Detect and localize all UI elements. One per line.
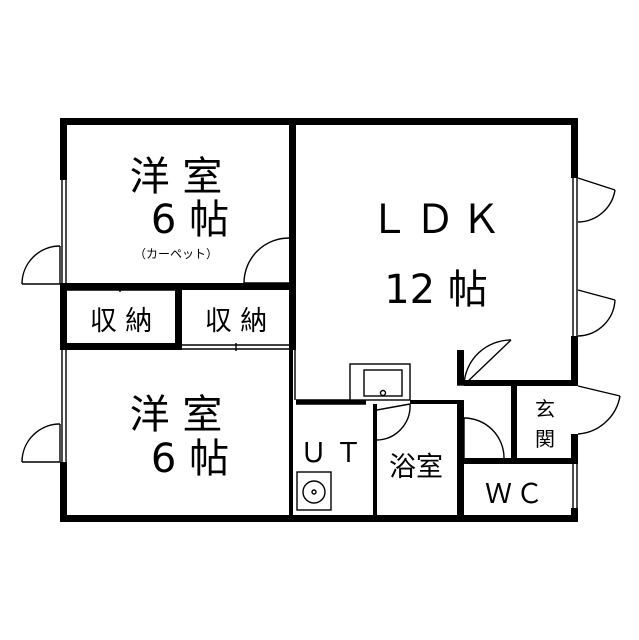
fixtures bbox=[296, 363, 411, 511]
storage1-label: 収 納 bbox=[90, 306, 153, 337]
room-labels: 洋 室 6 帖 （カーペット） 洋 室 6 帖 ＬＤＫ 12 帖 収 納 収 納… bbox=[90, 154, 555, 510]
utility-label: ＵＴ bbox=[300, 438, 370, 469]
room1-size: 6 帖 bbox=[151, 197, 229, 243]
bath-label: 浴室 bbox=[389, 452, 443, 483]
door-room2-exterior[interactable] bbox=[21, 423, 61, 463]
storage2-label: 収 納 bbox=[205, 306, 268, 337]
door-hall-ldk[interactable] bbox=[457, 339, 512, 386]
door-room1-exterior[interactable] bbox=[21, 245, 61, 285]
room1-note: （カーペット） bbox=[134, 247, 218, 261]
door-ldk-exterior-2[interactable] bbox=[577, 289, 616, 337]
door-ldk-exterior-1[interactable] bbox=[577, 177, 616, 223]
ldk-size: 12 帖 bbox=[384, 267, 488, 313]
windows bbox=[61, 178, 578, 508]
entrance-label-1: 玄 bbox=[535, 397, 555, 421]
washbasin bbox=[296, 471, 332, 511]
outer-walls bbox=[60, 118, 578, 522]
door-bath[interactable] bbox=[376, 403, 411, 441]
door-wc[interactable] bbox=[463, 417, 505, 459]
door-entrance[interactable] bbox=[577, 385, 621, 435]
wc-label: ＷＣ bbox=[485, 479, 547, 510]
entrance-label-2: 関 bbox=[535, 427, 555, 451]
door-room1-ldk[interactable] bbox=[243, 237, 290, 284]
doors bbox=[21, 177, 621, 463]
interior-walls bbox=[60, 118, 578, 522]
ldk-name: ＬＤＫ bbox=[369, 197, 507, 243]
kitchen-sink bbox=[349, 363, 411, 401]
room2-size: 6 帖 bbox=[151, 436, 229, 482]
room1-name: 洋 室 bbox=[130, 154, 223, 200]
room2-name: 洋 室 bbox=[130, 392, 223, 438]
